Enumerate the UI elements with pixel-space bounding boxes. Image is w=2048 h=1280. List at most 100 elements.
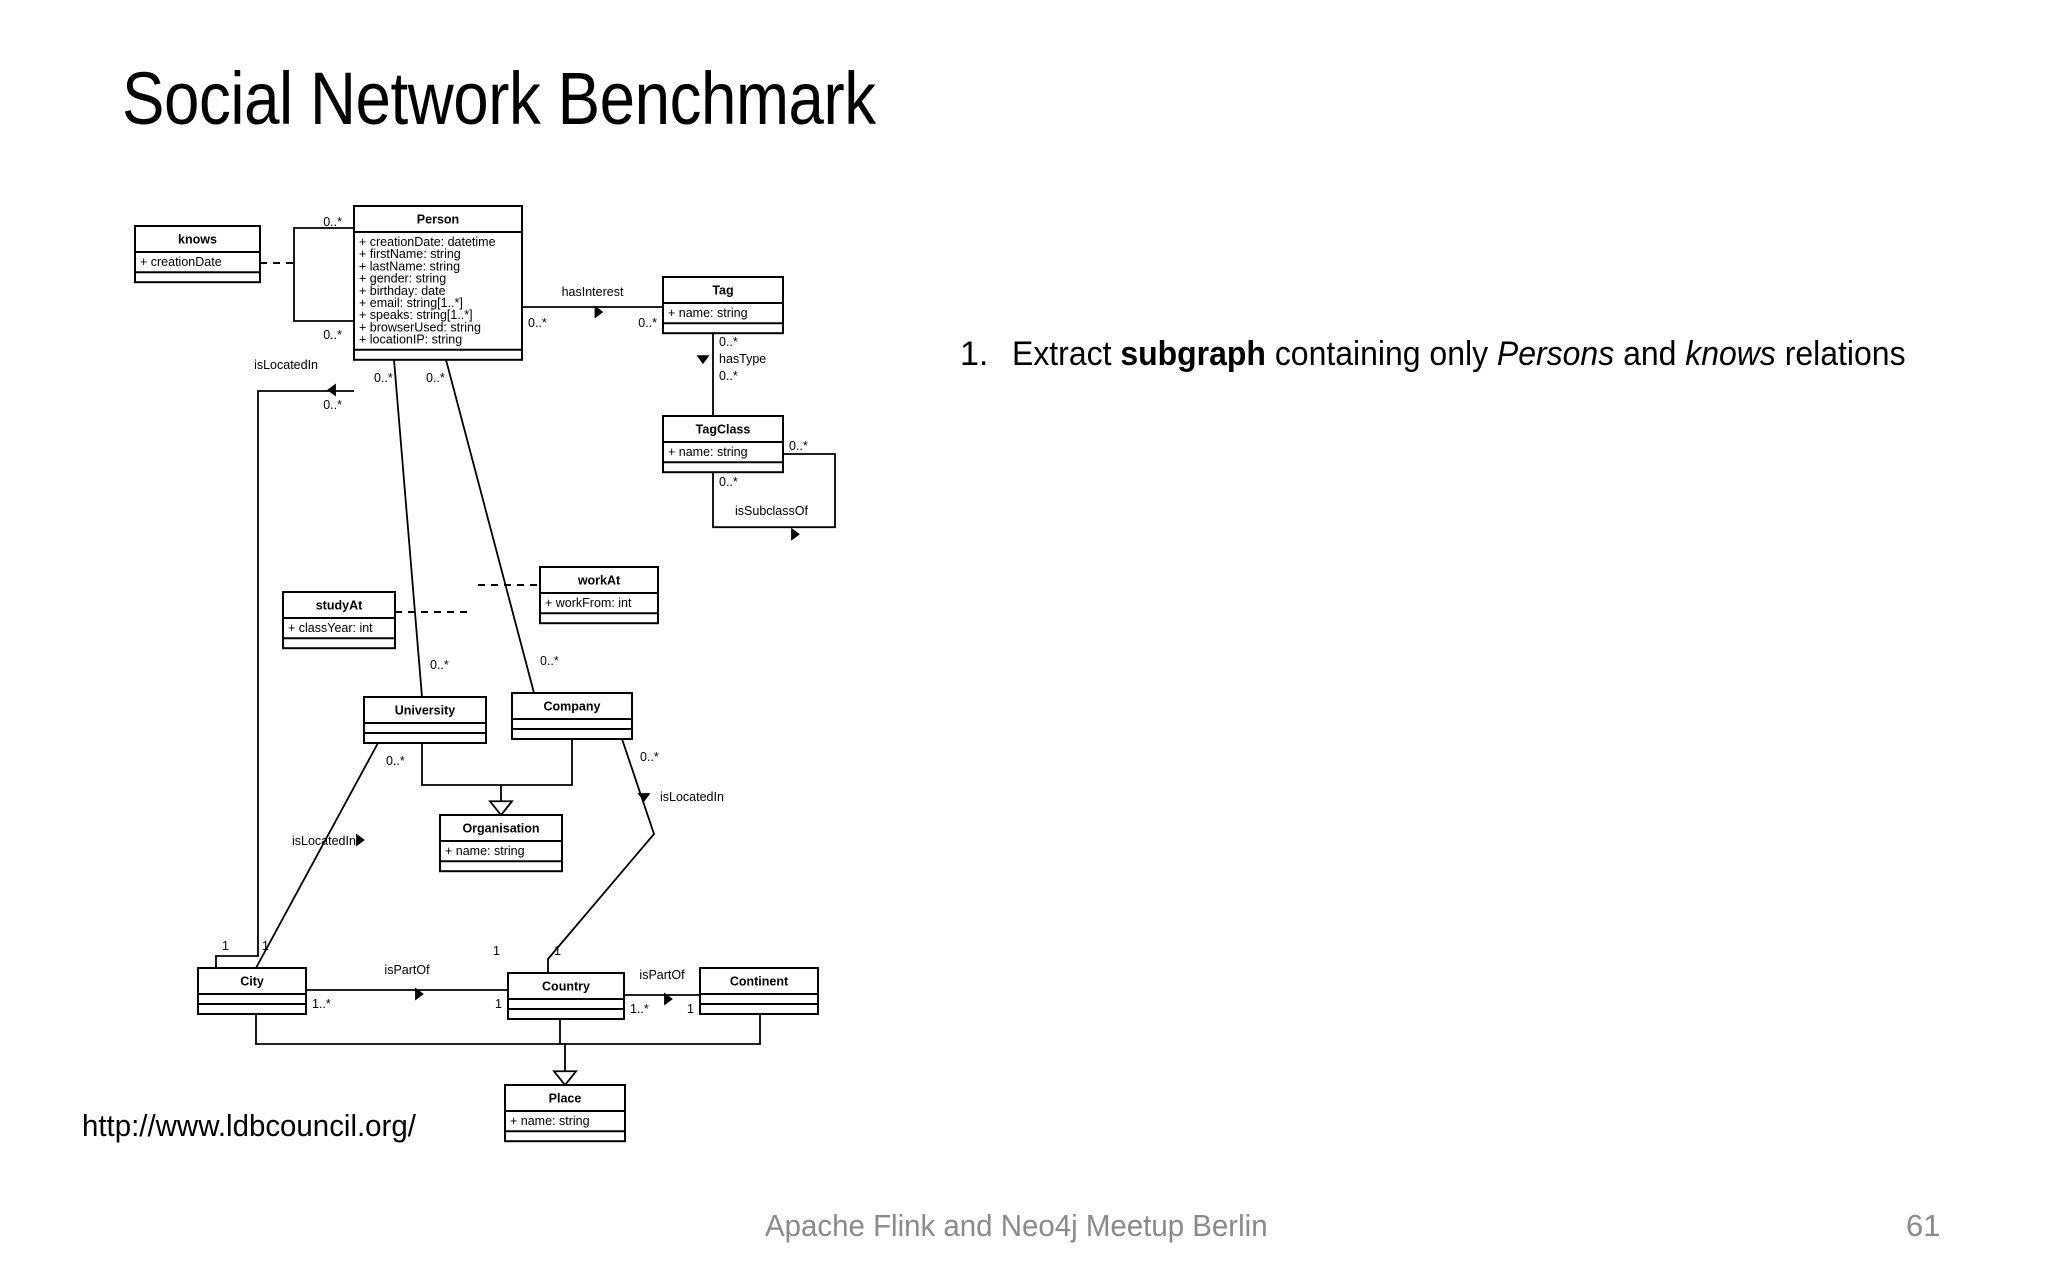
uml-class-city[interactable]: City [197, 967, 307, 1015]
class-attribute: + name: string [510, 1114, 590, 1128]
uml-text: isPartOf [384, 963, 430, 977]
bullet-text: Extract subgraph containing only Persons… [1012, 333, 1960, 376]
class-attribute: + speaks: string[1..*] [359, 308, 473, 322]
class-attribute: + name: string [668, 445, 748, 459]
uml-connector [215, 390, 354, 968]
uml-text: 0..* [719, 369, 738, 383]
class-name: Person [417, 213, 459, 227]
class-name: workAt [577, 574, 621, 588]
class-attribute: + email: string[1..*] [359, 296, 463, 310]
uml-connector [255, 1014, 565, 1045]
uml-text: 0..* [386, 754, 405, 768]
generalization-arrow-icon [552, 1070, 578, 1087]
class-name: knows [178, 233, 217, 247]
uml-text: 0..* [430, 658, 449, 672]
uml-text: 0..* [638, 316, 657, 330]
bullet-mid1: containing only [1265, 335, 1497, 373]
uml-connector [547, 738, 656, 973]
association-arrow-icon [415, 987, 424, 1001]
uml-text: isLocatedIn [660, 790, 724, 804]
class-attribute: + name: string [668, 306, 748, 320]
uml-class-university[interactable]: University [363, 696, 487, 744]
association-arrow-icon [327, 383, 336, 397]
bullet-bold-subgraph: subgraph [1120, 335, 1266, 373]
uml-text: 0..* [323, 215, 342, 229]
class-box [511, 692, 633, 740]
uml-connector [255, 742, 379, 969]
association-arrow-icon [594, 305, 604, 319]
class-name: Country [542, 980, 590, 994]
uml-class-studyat[interactable]: studyAt + classYear: int [282, 591, 396, 650]
class-name: Tag [712, 284, 733, 298]
source-url-label: http://www.ldbcouncil.org/ [82, 1108, 416, 1143]
uml-text: hasInterest [562, 285, 624, 299]
class-name: Organisation [462, 822, 539, 836]
class-name: Company [544, 700, 601, 714]
uml-class-boxes-layer: knows + creationDate Person + creationDate:… [134, 205, 819, 1143]
class-name: studyAt [316, 599, 363, 613]
uml-connector [293, 227, 354, 322]
uml-text: 1 [493, 944, 500, 958]
uml-text: 0..* [789, 439, 808, 453]
association-arrow-icon [637, 793, 651, 802]
uml-text: 0..* [426, 371, 445, 385]
bullet-italic-persons: Persons [1496, 335, 1615, 373]
uml-text: 0..* [323, 328, 342, 342]
class-name: Continent [730, 975, 789, 989]
uml-class-workat[interactable]: workAt + workFrom: int [539, 566, 659, 625]
uml-text: 1 [554, 944, 561, 958]
uml-text: hasType [719, 352, 766, 366]
uml-class-organisation[interactable]: Organisation + name: string [439, 814, 563, 873]
uml-class-person[interactable]: Person + creationDate: datetime+ firstNam… [353, 205, 523, 361]
class-attribute: + firstName: string [359, 247, 461, 261]
bullet-suffix: relations [1775, 335, 1906, 373]
bullet-prefix: Extract [1012, 335, 1121, 373]
uml-class-knows[interactable]: knows + creationDate [134, 225, 261, 284]
uml-text: 1 [222, 939, 229, 953]
uml-text: 1 [495, 997, 502, 1011]
uml-class-place[interactable]: Place + name: string [504, 1084, 626, 1143]
uml-connector [712, 453, 836, 529]
uml-connector [565, 1014, 761, 1045]
uml-edge-labels-layer: 0..* 0..* hasInterest 0..* 0..* 0..* hasType 0.… [222, 215, 808, 1016]
bullet-italic-knows: knows [1685, 335, 1776, 373]
uml-text: isSubclassOf [735, 504, 808, 518]
class-attribute: + birthday: date [359, 284, 446, 298]
uml-text: 0..* [540, 654, 559, 668]
uml-text: 1 [262, 939, 269, 953]
generalization-arrow-icon [488, 800, 514, 817]
association-arrow-icon [664, 992, 673, 1006]
uml-class-country[interactable]: Country [507, 972, 625, 1020]
uml-text: 0..* [323, 398, 342, 412]
uml-text: 0..* [640, 750, 659, 764]
uml-text: 1..* [630, 1002, 649, 1016]
footer-label: Apache Flink and Neo4j Meetup Berlin [765, 1208, 1268, 1243]
uml-class-continent[interactable]: Continent [699, 967, 819, 1015]
uml-text: 0..* [374, 371, 393, 385]
class-box [507, 972, 625, 1020]
class-attribute: + creationDate [140, 255, 222, 269]
class-name: Place [549, 1092, 582, 1106]
uml-text: isPartOf [639, 968, 685, 982]
uml-class-tag[interactable]: Tag + name: string [662, 276, 784, 335]
uml-connector [393, 359, 423, 698]
uml-edges-layer [215, 227, 836, 1087]
uml-text: isLocatedIn [254, 358, 318, 372]
class-attribute: + classYear: int [288, 621, 373, 635]
class-name: TagClass [696, 423, 751, 437]
uml-text: isLocatedIn [292, 834, 356, 848]
uml-connector [501, 739, 573, 786]
class-name: University [395, 704, 455, 718]
class-attribute: + workFrom: int [545, 596, 632, 610]
page-title: Social Network Benchmark [122, 57, 876, 140]
uml-class-company[interactable]: Company [511, 692, 633, 740]
class-name: City [240, 975, 264, 989]
uml-class-tagclass[interactable]: TagClass + name: string [662, 415, 784, 474]
class-box [197, 967, 307, 1015]
class-attribute: + name: string [445, 844, 525, 858]
class-box [363, 696, 487, 744]
class-attribute: + creationDate: datetime [359, 235, 496, 249]
uml-text: 0..* [528, 316, 547, 330]
association-arrow-icon [356, 833, 365, 847]
